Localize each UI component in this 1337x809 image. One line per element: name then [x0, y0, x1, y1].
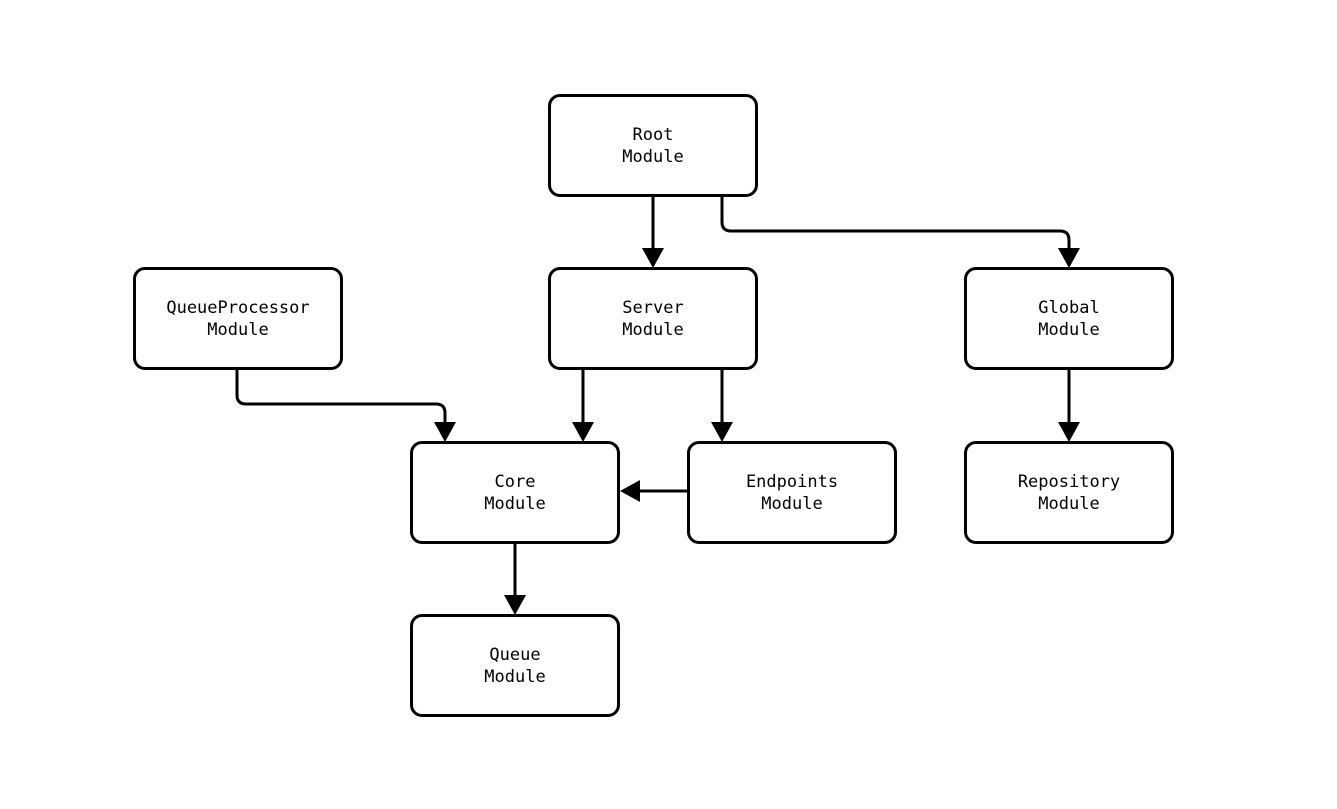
arrowhead-queueprocessor-to-core [434, 422, 456, 442]
node-core-label: Core Module [484, 471, 546, 514]
arrowhead-global-to-repository [1058, 422, 1080, 442]
arrowhead-endpoints-to-core [620, 480, 640, 502]
arrowhead-root-to-global [1058, 248, 1080, 268]
edge-root-to-global [720, 197, 1071, 254]
node-root[interactable]: Root Module [548, 94, 758, 197]
node-queueprocessor[interactable]: QueueProcessor Module [133, 267, 343, 370]
arrowhead-core-to-queue [504, 595, 526, 615]
node-queue[interactable]: Queue Module [410, 614, 620, 717]
node-repository[interactable]: Repository Module [964, 441, 1174, 544]
edge-queueprocessor-to-core [235, 370, 447, 428]
node-endpoints-label: Endpoints Module [745, 471, 839, 514]
node-endpoints[interactable]: Endpoints Module [687, 441, 897, 544]
node-server[interactable]: Server Module [548, 267, 758, 370]
node-global[interactable]: Global Module [964, 267, 1174, 370]
node-server-label: Server Module [622, 297, 684, 340]
node-root-label: Root Module [622, 124, 684, 167]
node-core[interactable]: Core Module [410, 441, 620, 544]
arrowhead-root-to-server [642, 248, 664, 268]
node-queueprocessor-label: QueueProcessor Module [166, 297, 310, 340]
node-queue-label: Queue Module [484, 644, 546, 687]
arrowhead-server-to-core [572, 422, 594, 442]
node-global-label: Global Module [1038, 297, 1100, 340]
arrowhead-server-to-endpoints [711, 422, 733, 442]
node-repository-label: Repository Module [1017, 471, 1121, 514]
